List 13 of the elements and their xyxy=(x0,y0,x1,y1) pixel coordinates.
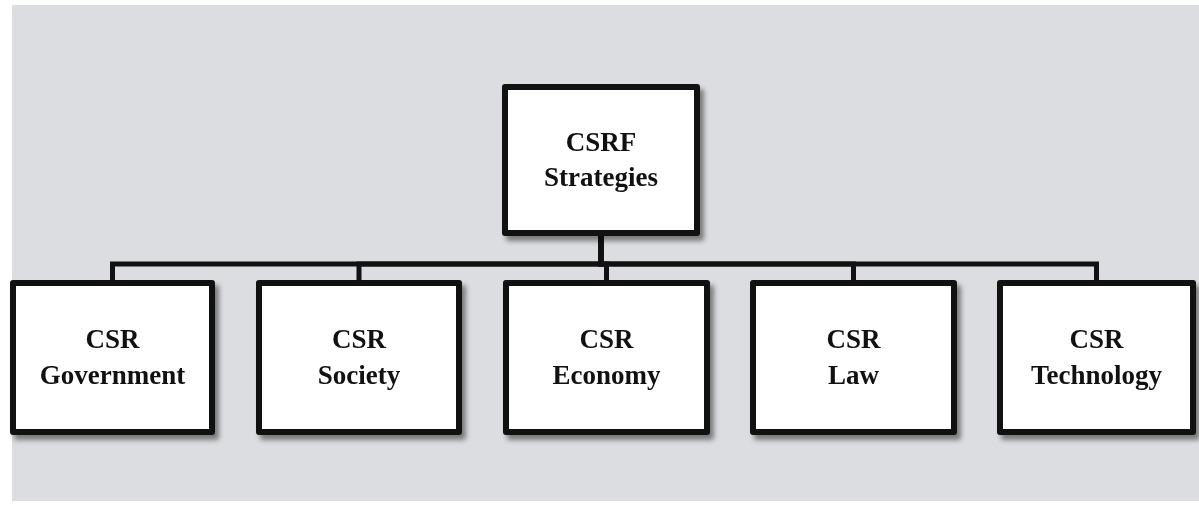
org-box xyxy=(10,280,215,435)
box-label: CSR Technology xyxy=(1031,323,1162,392)
connector-line xyxy=(598,236,1099,280)
org-box xyxy=(750,280,957,435)
box-label: CSRF Strategies xyxy=(544,125,658,194)
box-label: CSR Law xyxy=(826,323,881,392)
org-box xyxy=(997,280,1196,435)
box-label: CSR Society xyxy=(317,323,401,392)
box-label: CSR Government xyxy=(39,323,186,392)
org-box xyxy=(503,280,710,435)
org-box xyxy=(256,280,462,435)
org-box xyxy=(502,84,700,236)
box-label: CSR Economy xyxy=(552,323,661,392)
